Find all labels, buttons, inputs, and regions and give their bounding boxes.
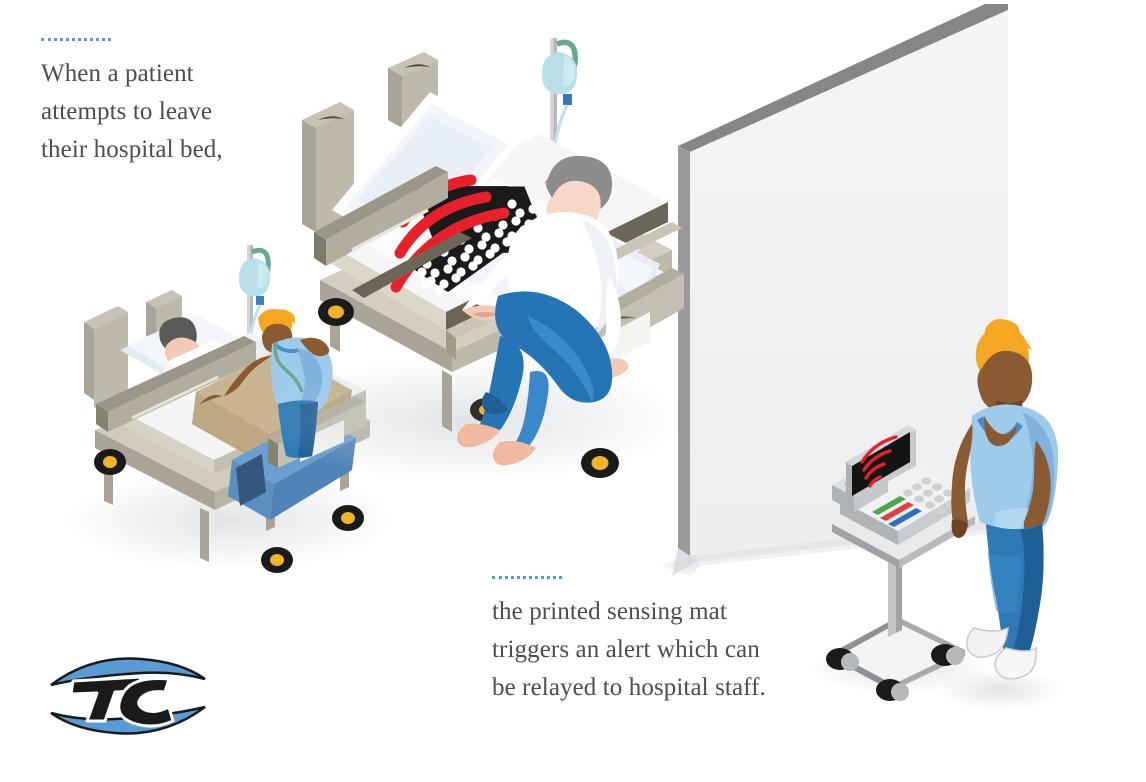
caption-top-rule (41, 38, 111, 41)
caption-top-line-3: their hospital bed, (41, 136, 223, 163)
caption-bottom: the printed sensing mat triggers an aler… (492, 576, 822, 707)
caption-bottom-line-3: be relayed to hospital staff. (492, 674, 766, 701)
screen-signal-icon (860, 435, 898, 488)
cart-caster (826, 644, 964, 701)
caption-top-line-2: attempts to leave (41, 98, 213, 125)
tc-logo-letters (69, 675, 175, 728)
caption-bottom-line-2: triggers an alert which can (492, 636, 760, 663)
caption-top: When a patient attempts to leave their h… (41, 38, 301, 169)
foreground-bed (255, 38, 685, 482)
partition-wall (660, 4, 1008, 576)
bed-caster (94, 449, 364, 573)
caption-bottom-rule (492, 576, 562, 579)
sitting-patient (457, 155, 629, 466)
caption-bottom-line-1: the printed sensing mat (492, 598, 727, 625)
walking-nurse (938, 319, 1062, 710)
caption-top-line-1: When a patient (41, 60, 194, 87)
tc-logo (50, 657, 206, 735)
